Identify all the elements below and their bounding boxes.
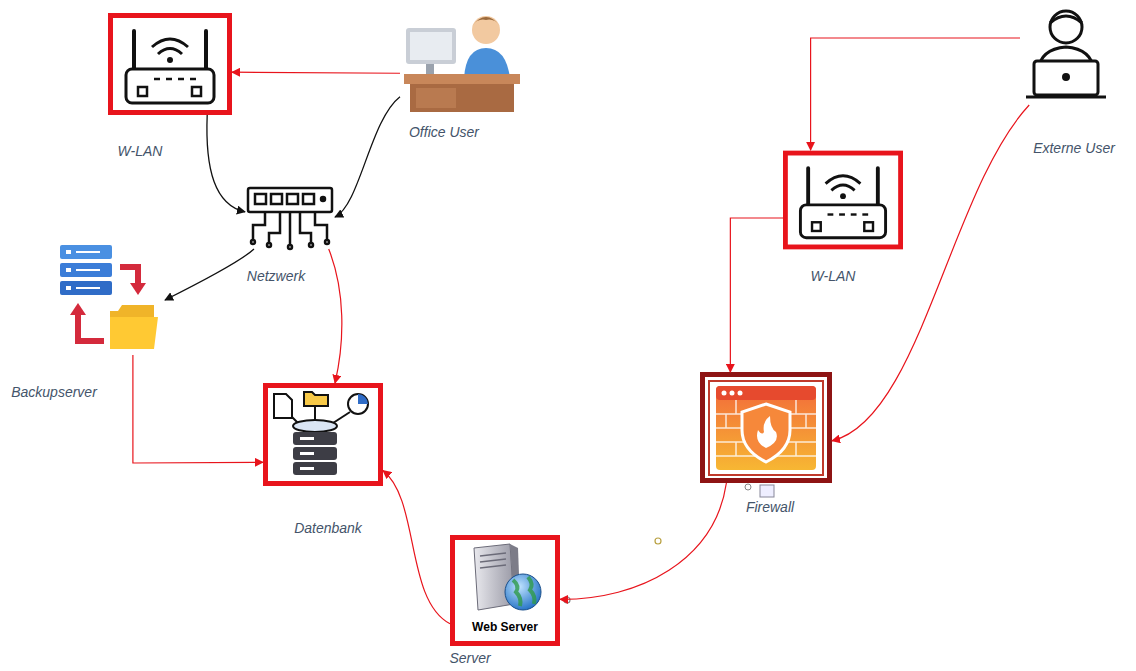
network-component: Firewall <box>700 372 832 483</box>
connection-arrow <box>133 355 263 463</box>
connection-arrow <box>207 115 245 212</box>
component-label: Externe User <box>1033 140 1115 157</box>
component-label: Firewall <box>746 499 794 516</box>
connection-arrow <box>811 38 1020 150</box>
connection-arrow <box>329 249 342 383</box>
network-component: Datenbank <box>263 383 383 486</box>
connection-arrow <box>165 249 254 300</box>
component-label: Backupserver <box>11 384 97 401</box>
component-label: Datenbank <box>294 520 362 537</box>
network-component: W-LAN <box>783 150 903 250</box>
icon-caption: Web Server <box>472 620 538 634</box>
component-label: Netzwerk <box>247 268 305 285</box>
connection-arrow <box>383 471 450 624</box>
connection-arrow <box>832 105 1029 441</box>
connection-arrow <box>730 218 783 372</box>
network-component: Externe User <box>1020 5 1112 105</box>
network-component: Web ServerServer <box>450 535 560 646</box>
connection-arrow <box>232 72 400 73</box>
component-label: Office User <box>409 124 479 141</box>
network-component: Office User <box>400 10 522 112</box>
connection-arrow <box>560 483 726 599</box>
network-component: Backupserver <box>58 245 165 355</box>
network-component: W-LAN <box>108 13 232 115</box>
connection-arrow <box>335 97 400 217</box>
component-label: Server <box>449 650 490 667</box>
network-component: Netzwerk <box>245 185 335 249</box>
component-label: W-LAN <box>811 268 856 285</box>
component-label: W-LAN <box>118 143 163 160</box>
